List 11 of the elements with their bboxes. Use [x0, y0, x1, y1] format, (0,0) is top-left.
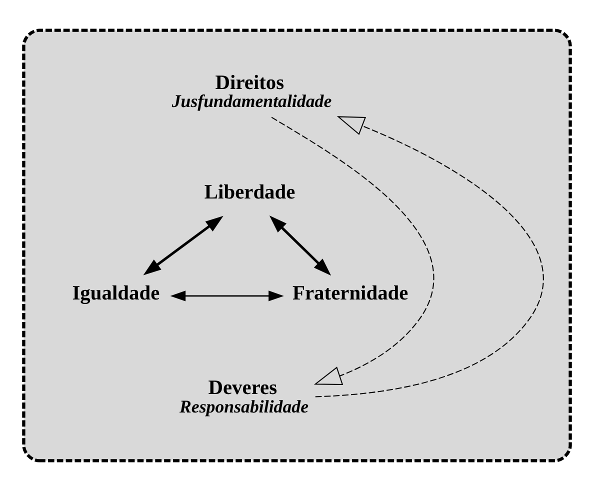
arrow: [269, 215, 332, 276]
node-text: Direitos Jusfundamentalidade: [172, 72, 332, 112]
node-text: Liberdade: [204, 182, 296, 204]
arrow: [170, 290, 284, 302]
arrow: [315, 116, 544, 398]
arrow: [271, 116, 434, 385]
cluster: [22, 28, 572, 462]
node-text: Fraternidade: [292, 282, 408, 305]
node-text: Igualdade: [72, 282, 160, 305]
arrow: [143, 216, 224, 276]
node-text: Deveres Responsabilidade: [180, 377, 309, 416]
